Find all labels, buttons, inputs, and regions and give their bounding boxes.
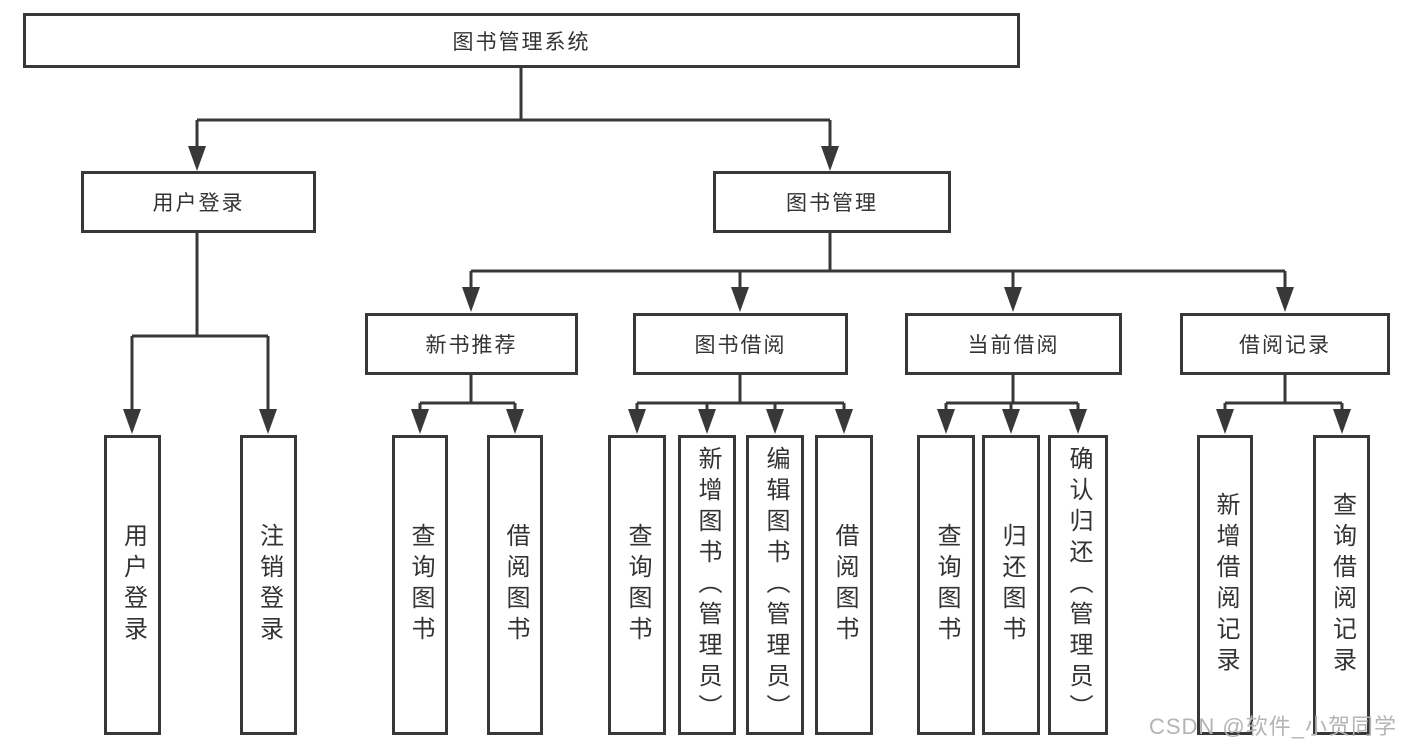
leaf-borrow-borrow-book: 借阅图书 [815, 435, 873, 735]
node-borrow-record: 借阅记录 [1180, 313, 1390, 375]
leaf-recommend-query-book: 查询图书 [392, 435, 448, 735]
leaf-record-query-record: 查询借阅记录 [1313, 435, 1370, 735]
node-new-book-recommend: 新书推荐 [365, 313, 578, 375]
leaf-current-confirm-return: 确认归还（管理员） [1048, 435, 1108, 735]
leaf-record-add-record: 新增借阅记录 [1197, 435, 1253, 735]
csdn-watermark: CSDN @软件_小贺同学 [1148, 714, 1397, 739]
node-root-system: 图书管理系统 [23, 13, 1020, 68]
leaf-current-return-book: 归还图书 [982, 435, 1040, 735]
leaf-user-login: 用户登录 [104, 435, 161, 735]
leaf-current-query-book: 查询图书 [917, 435, 975, 735]
leaf-logout: 注销登录 [240, 435, 297, 735]
node-current-borrow: 当前借阅 [905, 313, 1122, 375]
leaf-borrow-add-book: 新增图书（管理员） [678, 435, 736, 735]
node-book-borrow: 图书借阅 [633, 313, 848, 375]
leaf-borrow-edit-book: 编辑图书（管理员） [746, 435, 804, 735]
leaf-borrow-query-book: 查询图书 [608, 435, 666, 735]
node-book-management: 图书管理 [713, 171, 951, 233]
leaf-recommend-borrow-book: 借阅图书 [487, 435, 543, 735]
node-user-login: 用户登录 [81, 171, 316, 233]
